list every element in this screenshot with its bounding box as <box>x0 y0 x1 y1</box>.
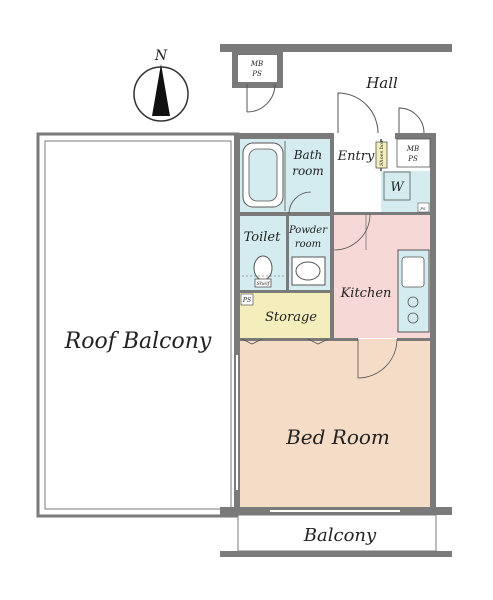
roof-balcony-label: Roof Balcony <box>64 329 212 354</box>
balcony-label: Balcony <box>303 525 377 546</box>
stove-burner-2 <box>407 312 419 324</box>
toilet-room: Toilet Shelf <box>242 230 284 288</box>
kitchen-label: Kitchen <box>340 286 392 301</box>
north-arrow-icon <box>152 64 170 116</box>
tiny-ps-label: PS <box>419 206 426 211</box>
bath-label-1: Bath <box>293 148 323 162</box>
kitchen-sink <box>401 256 425 288</box>
shaft-door-swing <box>246 83 276 113</box>
toilet-bowl <box>253 255 273 281</box>
entry-label: Entry <box>337 149 375 164</box>
top-mb-label: MB <box>250 60 263 68</box>
entry-door-swing <box>337 92 379 134</box>
right-mb-label: MB <box>406 145 419 153</box>
entry-floor <box>334 139 380 213</box>
powder-room: Powder room <box>288 191 328 286</box>
building-top-wall <box>220 44 452 52</box>
right-mb-ps: MB PS <box>396 138 431 168</box>
shelf-label: Shelf <box>256 281 270 287</box>
storage-doors <box>241 338 329 345</box>
bed-room-label: Bed Room <box>285 425 390 449</box>
powder-label-1: Powder <box>288 225 328 236</box>
right-ps-label: PS <box>407 155 418 163</box>
kitchen-door-swing <box>333 213 371 251</box>
storage-label: Storage <box>265 310 317 325</box>
washer-pan: W PS <box>383 171 430 213</box>
tiny-ps-box <box>417 202 430 213</box>
kitchen: Kitchen <box>333 213 430 333</box>
compass-north-label: N <box>154 48 168 64</box>
washer-label: W <box>390 180 405 195</box>
bedroom-door-swing <box>357 338 398 379</box>
bed-room-floor <box>240 339 430 507</box>
hall-label: Hall <box>365 74 398 92</box>
powder-label-2: room <box>295 239 321 250</box>
stove-burner-1 <box>407 296 419 308</box>
powder-door-swing <box>288 191 312 215</box>
compass: N <box>133 48 189 122</box>
storage-floor <box>240 292 330 339</box>
balcony: Balcony <box>220 507 452 557</box>
right-shaft-door-swing <box>398 107 425 134</box>
shoes-box-label: Shoes box <box>379 140 385 166</box>
bath-label-2: room <box>292 164 324 178</box>
toilet-label: Toilet <box>244 230 281 245</box>
top-ps-label: PS <box>251 70 262 78</box>
shoes-box <box>375 141 388 169</box>
small-ps-label: PS <box>242 297 251 304</box>
top-mb-ps-shaft: MB PS <box>232 49 283 113</box>
bath-room: Bath room <box>242 141 324 211</box>
roof-balcony: Roof Balcony <box>36 132 240 518</box>
small-ps-box <box>240 293 254 306</box>
